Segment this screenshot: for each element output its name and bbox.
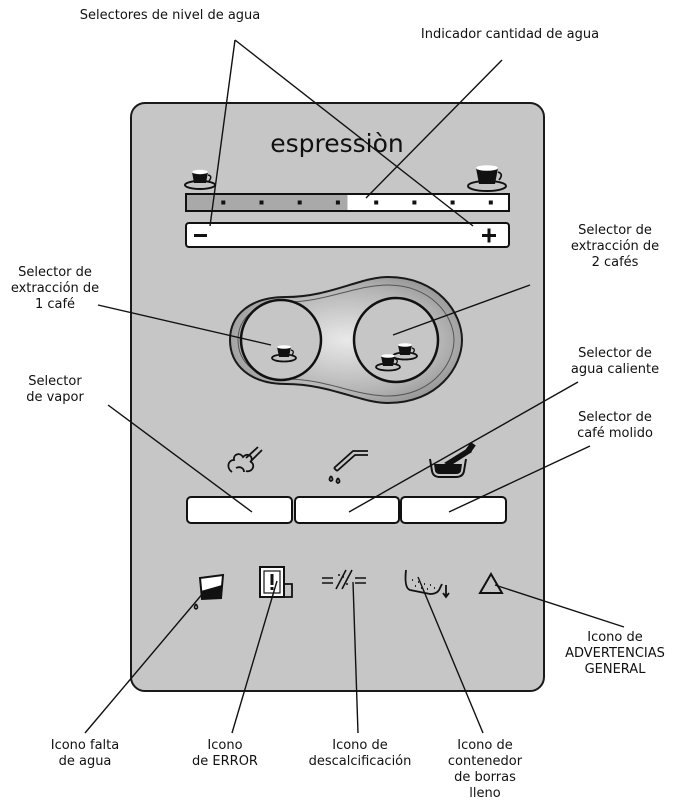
leader-water-plus	[234, 39, 474, 227]
leader-two-coffees	[392, 284, 531, 336]
label-line: de borras	[454, 770, 516, 785]
level-dot	[335, 200, 340, 205]
hot-water-icon	[328, 450, 368, 484]
leader-error	[231, 580, 278, 734]
label-line: de vapor	[26, 390, 84, 405]
label-line: Icono	[207, 738, 243, 753]
label-line: de ERROR	[192, 754, 258, 769]
leader-warning	[494, 584, 625, 628]
hot-water-button[interactable]	[294, 496, 400, 524]
two-coffees-button[interactable]	[352, 296, 440, 384]
leader-grounds-container	[417, 576, 484, 734]
label-line: extracción de	[10, 281, 100, 296]
water-level-selector-bar[interactable]	[185, 222, 510, 248]
leader-steam	[107, 404, 253, 513]
large-cup-icon	[467, 165, 507, 192]
one-coffee-icon	[271, 345, 297, 363]
label-line: contenedor	[447, 754, 523, 769]
label-line: de agua	[58, 754, 112, 769]
label-line: Indicador cantidad de agua	[420, 27, 600, 42]
label-water-quantity-indicator: Indicador cantidad de agua	[380, 27, 640, 43]
label-line: Selector de	[578, 223, 652, 238]
level-dot	[374, 200, 379, 205]
minus-button[interactable]	[194, 234, 207, 237]
leader-descaling	[352, 581, 359, 734]
grounds-container-icon	[404, 569, 450, 599]
label-line: 1 café	[34, 297, 76, 312]
one-coffee-button[interactable]	[239, 298, 323, 382]
label-line: Selector de	[18, 265, 92, 280]
label-line: café molido	[577, 426, 653, 441]
level-dot	[221, 200, 226, 205]
label-line: Icono de	[332, 738, 388, 753]
control-panel	[130, 102, 545, 692]
label-line: lleno	[469, 786, 501, 801]
label-line: extracción de	[570, 239, 660, 254]
label-line: 2 cafés	[591, 255, 639, 270]
leader-water-minus	[209, 39, 236, 227]
label-line: Selector	[28, 374, 82, 389]
label-line: GENERAL	[584, 662, 646, 677]
brand-logo: espressiòn	[270, 129, 404, 158]
level-dot	[259, 200, 264, 205]
leader-one-coffee	[97, 304, 272, 346]
level-dot	[450, 200, 455, 205]
leader-lines	[84, 39, 625, 734]
leader-no-water	[84, 591, 205, 734]
steam-button[interactable]	[186, 496, 293, 524]
label-line: agua caliente	[570, 362, 660, 377]
label-line: Selector de	[578, 410, 652, 425]
descaling-icon	[322, 569, 366, 590]
leader-ground-coffee	[448, 445, 591, 513]
level-dot	[412, 200, 417, 205]
leader-hot-water	[348, 381, 579, 513]
ground-coffee-icon	[429, 442, 476, 478]
leader-water-indicator	[365, 59, 503, 199]
steam-icon	[227, 446, 263, 473]
label-line: descalcificación	[308, 754, 412, 769]
label-line: Icono de	[587, 630, 643, 645]
level-dot	[488, 200, 493, 205]
label-line: Icono falta	[50, 738, 120, 753]
two-coffees-icon	[375, 343, 418, 372]
level-dot	[297, 200, 302, 205]
label-line: Selectores de nivel de agua	[79, 8, 261, 23]
small-cup-icon	[184, 169, 216, 190]
label-line: ADVERTENCIAS	[565, 646, 665, 661]
label-line: Selector de	[578, 346, 652, 361]
label-water-level-selectors: Selectores de nivel de agua	[40, 8, 300, 24]
no-water-icon	[193, 573, 225, 610]
water-quantity-indicator	[185, 193, 510, 212]
label-line: Icono de	[457, 738, 513, 753]
plus-button[interactable]	[482, 228, 496, 243]
general-warning-icon	[478, 572, 504, 594]
